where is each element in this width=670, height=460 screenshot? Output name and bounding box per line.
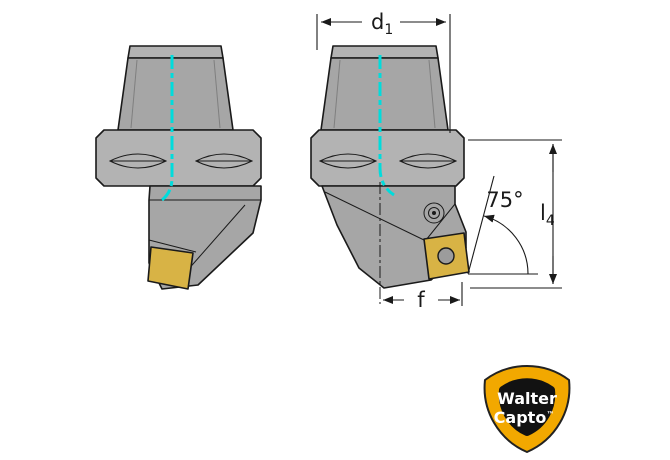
angle-label: 75° [486, 188, 523, 212]
coupling-top-face [330, 45, 439, 59]
dimension-annotations: d1 l4 75° f [316, 10, 562, 312]
head-detail-line [425, 203, 456, 241]
flange [310, 129, 465, 187]
coupling-top-face [127, 45, 224, 59]
flange [95, 129, 262, 187]
left-view [95, 45, 262, 290]
l4-label: l4 [540, 201, 555, 229]
clamp-screw-mid [428, 207, 440, 219]
coupling-shank [320, 57, 449, 131]
coolant-centerline [378, 55, 395, 197]
head-detail-line [185, 204, 246, 273]
angle-edge-line [467, 175, 495, 275]
logo-inner-trigon [498, 378, 556, 436]
head-detail-line [148, 239, 197, 253]
coupling-shading-line [333, 59, 341, 129]
walter-capto-logo: Walter Capto™ [483, 365, 571, 453]
clamp-screw-center [432, 211, 436, 215]
right-view [310, 45, 470, 304]
coupling-shading-line [213, 59, 221, 129]
coupling-shank [117, 57, 234, 131]
coupling-shading-line [428, 59, 436, 129]
f-label: f [417, 288, 425, 312]
coolant-centerline [161, 55, 174, 202]
coupling-shading-line [130, 59, 138, 129]
d1-label: d1 [371, 10, 393, 38]
logo-tm-mark: ™ [546, 410, 554, 419]
angle-arc [483, 214, 529, 275]
cutting-insert [147, 246, 194, 290]
head-detail-line [324, 191, 425, 241]
clamp-screw-outer [423, 202, 445, 224]
insert-hole [437, 247, 455, 265]
logo-text-line1: Walter [497, 389, 557, 408]
logo-text-line2: Capto™ [494, 408, 555, 427]
